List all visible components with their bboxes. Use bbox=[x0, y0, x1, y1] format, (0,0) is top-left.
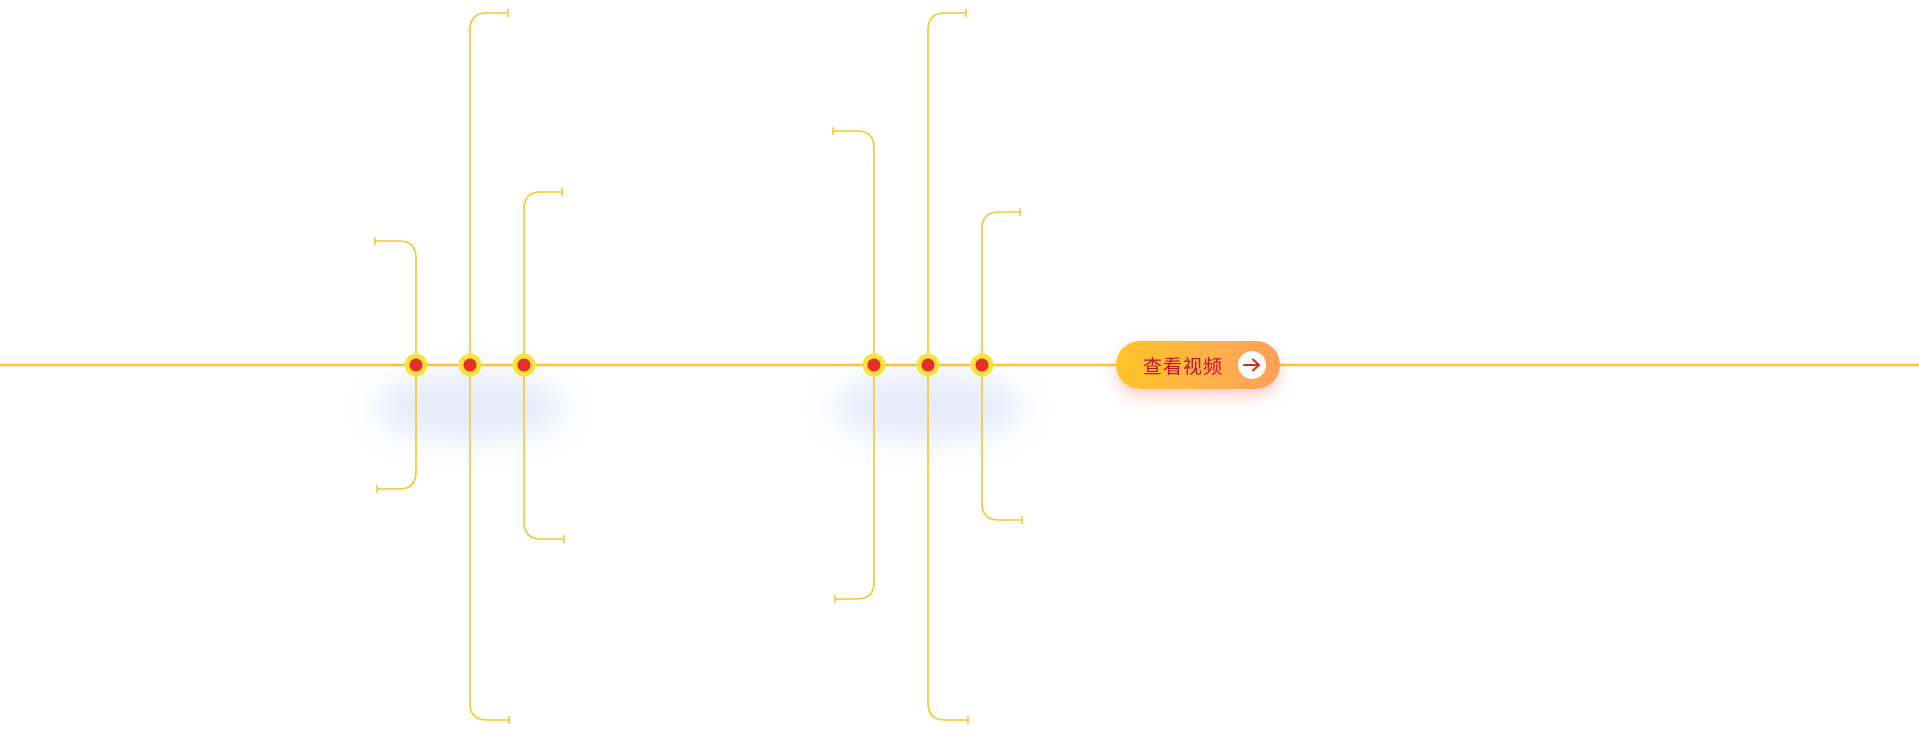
bracket-lower-2 bbox=[469, 365, 510, 724]
timeline-node-1[interactable] bbox=[404, 353, 428, 377]
timeline-node-4[interactable] bbox=[862, 353, 886, 377]
bracket-lower-6 bbox=[981, 365, 1023, 524]
bracket-upper-2 bbox=[469, 9, 509, 365]
timeline-node-2[interactable] bbox=[458, 353, 482, 377]
bracket-upper-6 bbox=[981, 208, 1021, 365]
bracket-upper-5 bbox=[927, 9, 967, 365]
timeline-node-6[interactable] bbox=[970, 353, 994, 377]
bracket-lower-1 bbox=[376, 365, 417, 493]
bracket-lower-5 bbox=[927, 365, 969, 724]
bracket-upper-1 bbox=[374, 237, 417, 365]
arrow-right-icon bbox=[1238, 351, 1266, 379]
watch-video-button[interactable]: 查看视频 bbox=[1116, 341, 1280, 389]
watch-video-label: 查看视频 bbox=[1143, 355, 1224, 378]
bracket-upper-4 bbox=[832, 127, 875, 365]
bracket-lower-3 bbox=[523, 365, 565, 543]
bracket-lower-4 bbox=[834, 365, 875, 603]
bracket-upper-3 bbox=[523, 188, 563, 365]
timeline-node-5[interactable] bbox=[916, 353, 940, 377]
timeline-node-3[interactable] bbox=[512, 353, 536, 377]
